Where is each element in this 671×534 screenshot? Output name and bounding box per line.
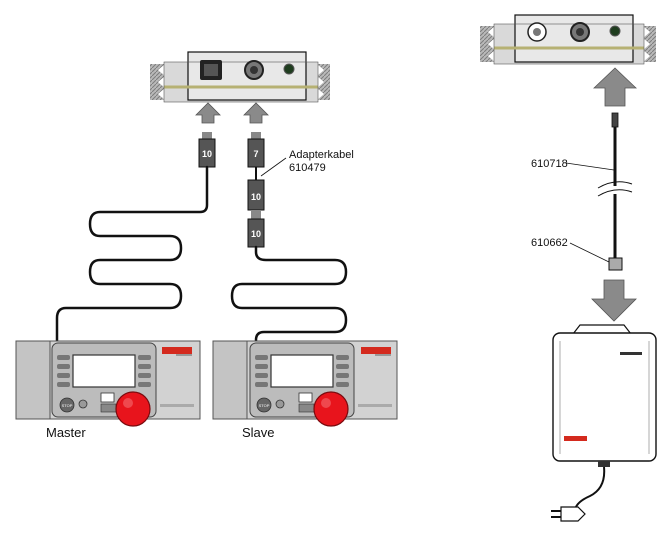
function-key[interactable] [336, 364, 349, 369]
function-key[interactable] [57, 355, 70, 360]
adapter-plug-bottom: 10 [247, 214, 265, 248]
stop-button[interactable] [59, 397, 75, 413]
master-control-unit: STOP [15, 340, 201, 427]
power-supply [552, 324, 657, 467]
function-key[interactable] [138, 355, 151, 360]
function-key[interactable] [138, 373, 151, 378]
adapter-cable-title: Adapterkabel [289, 149, 354, 161]
slave-cable [230, 245, 348, 350]
function-key[interactable] [336, 355, 349, 360]
function-key[interactable] [138, 364, 151, 369]
function-key[interactable] [57, 373, 70, 378]
light-button-icon[interactable] [275, 399, 285, 409]
light-button-icon[interactable] [78, 399, 88, 409]
amplifier-right [480, 14, 656, 65]
function-key[interactable] [57, 364, 70, 369]
mains-plug-icon [551, 506, 586, 522]
adapter-plug-top: 7 [247, 132, 265, 168]
shift-button[interactable] [100, 403, 117, 413]
amplifier-left [150, 51, 330, 103]
mode-button[interactable] [100, 392, 115, 403]
connector-number: 10 [251, 229, 261, 239]
shift-button[interactable] [298, 403, 315, 413]
brand-logo [361, 347, 391, 354]
function-key[interactable] [255, 373, 268, 378]
connector-number: 7 [253, 149, 258, 159]
arrow-down-icon [591, 279, 637, 322]
slave-label: Slave [242, 425, 275, 440]
function-key[interactable] [57, 382, 70, 387]
adapter-plug-middle: 10 [247, 179, 265, 216]
function-key[interactable] [255, 355, 268, 360]
cable-number: 610718 [531, 158, 568, 170]
led-icon [283, 63, 295, 75]
plug-connector [608, 257, 623, 271]
function-key[interactable] [138, 382, 151, 387]
speed-knob[interactable] [115, 391, 151, 427]
function-key[interactable] [336, 373, 349, 378]
connector-number: 10 [251, 192, 261, 202]
display-screen [72, 354, 136, 388]
stop-button[interactable] [256, 397, 272, 413]
stop-label: STOP [259, 403, 270, 408]
arrow-up-icon [593, 67, 637, 107]
master-plug: 10 [198, 132, 216, 168]
mains-cable [574, 466, 606, 515]
function-key[interactable] [255, 382, 268, 387]
display-screen [270, 354, 334, 388]
brand-logo [162, 347, 192, 354]
arrow-up-icon [243, 102, 269, 124]
slave-control-unit: STOP [212, 340, 398, 427]
connector-number: 10 [202, 149, 212, 159]
plug-number: 610662 [531, 237, 568, 249]
cable-connector [611, 112, 619, 128]
stop-label: STOP [62, 403, 73, 408]
adapter-cable-number: 610479 [289, 162, 326, 174]
function-key[interactable] [255, 364, 268, 369]
function-key[interactable] [336, 382, 349, 387]
master-cable [55, 165, 209, 344]
arrow-up-icon [195, 102, 221, 124]
mode-button[interactable] [298, 392, 313, 403]
speed-knob[interactable] [313, 391, 349, 427]
brand-logo [564, 436, 587, 441]
led-icon [609, 25, 621, 37]
master-label: Master [46, 425, 86, 440]
